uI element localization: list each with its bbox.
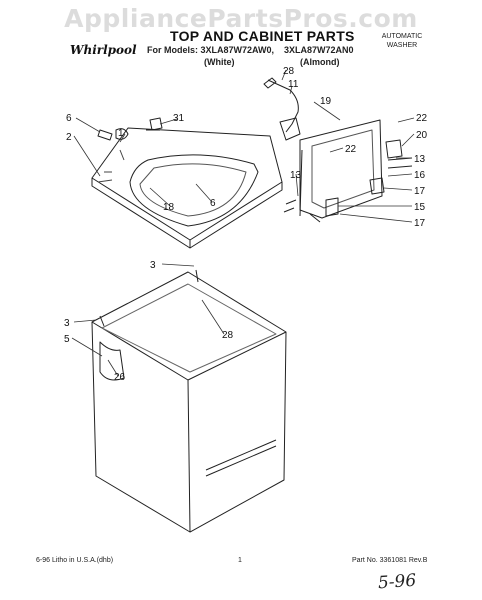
page-title: TOP AND CABINET PARTS bbox=[170, 28, 355, 44]
leader-lines bbox=[71, 69, 415, 377]
callout-3-upper: 3 bbox=[150, 260, 156, 271]
callout-26: 26 bbox=[114, 372, 126, 383]
top-fastener-parts bbox=[97, 117, 163, 141]
watermark: AppliancePartsPros.com bbox=[64, 4, 418, 33]
callout-6-center: 6 bbox=[210, 198, 216, 209]
callout-22-right: 22 bbox=[416, 113, 428, 124]
lid-switch-harness bbox=[263, 77, 301, 141]
color-first: (White) bbox=[204, 57, 235, 67]
callout-16: 16 bbox=[414, 170, 426, 181]
doc-type: AUTOMATIC WASHER bbox=[372, 32, 432, 50]
handwritten-note: 5-96 bbox=[377, 570, 417, 594]
callout-6-upper: 6 bbox=[66, 113, 72, 124]
footer-litho: 6-96 Litho in U.S.A.(dhb) bbox=[36, 557, 114, 564]
footer-part-number: Part No. 3361081 Rev.B bbox=[352, 557, 428, 564]
callout-11: 11 bbox=[288, 79, 299, 90]
callout-3-lower: 3 bbox=[64, 318, 70, 329]
callout-28-mid: 28 bbox=[222, 330, 234, 341]
callout-13-right: 13 bbox=[414, 154, 426, 165]
callout-15: 15 bbox=[414, 202, 426, 213]
models-prefix: For Models: 3XLA87W72AW0, bbox=[147, 45, 275, 55]
doc-type-line1: AUTOMATIC bbox=[381, 33, 423, 40]
doc-type-line2: WASHER bbox=[386, 42, 418, 49]
callout-17-lower: 17 bbox=[414, 218, 426, 229]
brand-logo: Whirlpool bbox=[70, 43, 137, 57]
callout-2: 2 bbox=[66, 132, 72, 143]
callout-5: 5 bbox=[64, 334, 70, 345]
hinge-hardware bbox=[283, 139, 413, 217]
footer-page-number: 1 bbox=[238, 557, 242, 564]
lid bbox=[299, 119, 383, 223]
callout-17-upper: 17 bbox=[414, 186, 426, 197]
callout-1: 1 bbox=[118, 128, 124, 139]
callout-19: 19 bbox=[320, 96, 332, 107]
callout-31: 31 bbox=[173, 113, 185, 124]
color-second: (Almond) bbox=[300, 57, 340, 67]
callout-28-top: 28 bbox=[283, 66, 295, 77]
callout-13-left: 13 bbox=[290, 170, 302, 181]
callout-20: 20 bbox=[416, 130, 428, 141]
callout-18: 18 bbox=[163, 202, 175, 213]
model-second: 3XLA87W72AN0 bbox=[284, 45, 354, 55]
callout-22-mid: 22 bbox=[345, 144, 357, 155]
top-panel bbox=[91, 127, 283, 249]
cabinet bbox=[91, 269, 287, 533]
